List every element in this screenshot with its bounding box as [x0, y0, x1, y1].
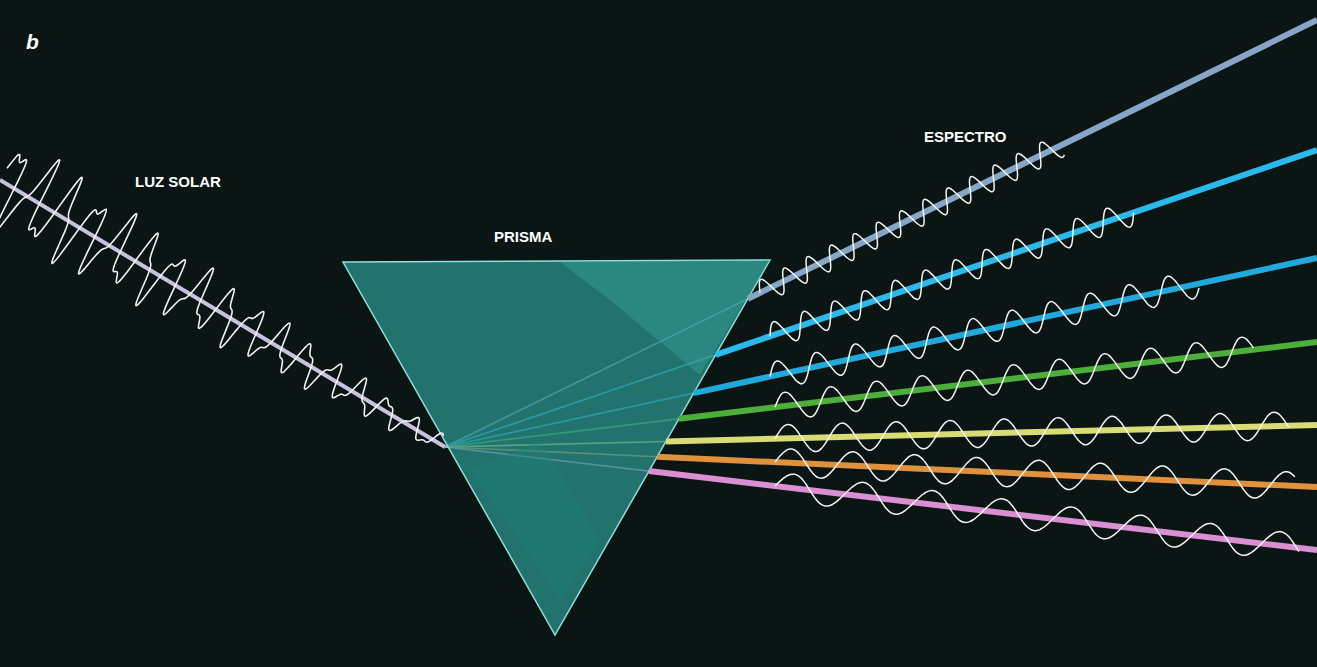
light-wave [775, 474, 1299, 555]
spectrum-rays [649, 20, 1317, 550]
light-wave [775, 412, 1289, 451]
sunlight-wave [0, 154, 443, 442]
panel-letter: b [26, 30, 39, 53]
light-wave [775, 337, 1253, 417]
light-wave [770, 276, 1199, 384]
prism-shading [470, 440, 600, 600]
light-wave [759, 142, 1064, 295]
spectrum-ray [679, 342, 1317, 419]
prism-label: PRISMA [494, 229, 552, 246]
waves [0, 142, 1299, 555]
spectrum-ray [748, 20, 1317, 299]
light-wave [775, 449, 1295, 498]
prism-shading [560, 260, 770, 375]
spectrum-label: ESPECTRO [924, 129, 1007, 146]
beam-label: LUZ SOLAR [135, 174, 221, 191]
prism [343, 260, 770, 635]
